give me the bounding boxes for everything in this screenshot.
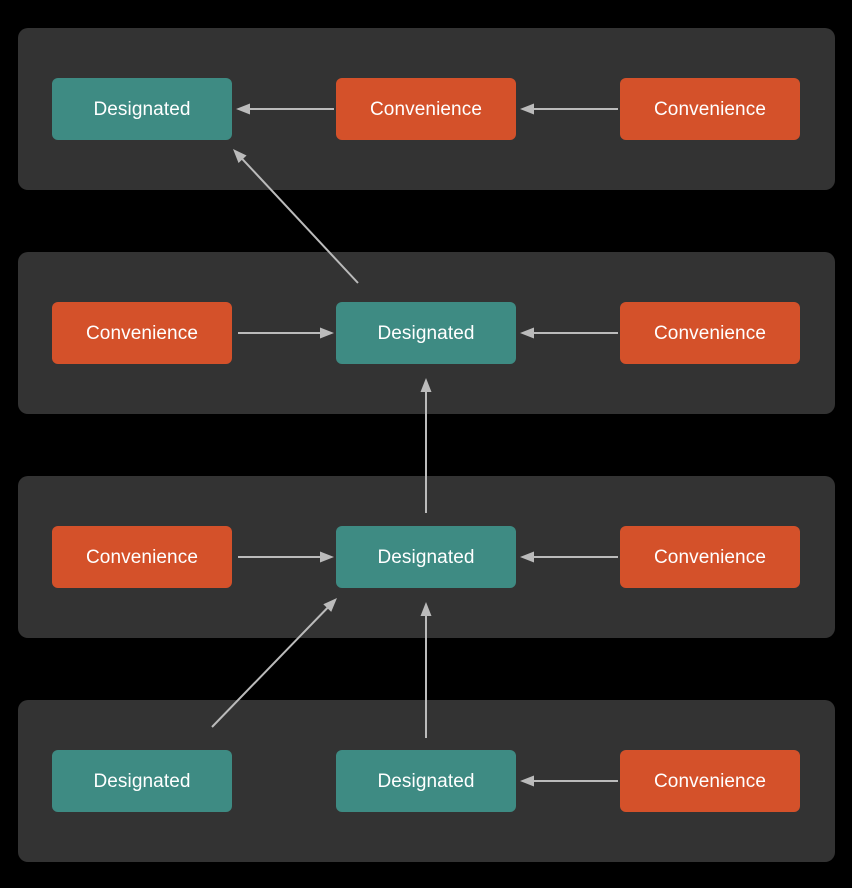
node-convenience[interactable]: Convenience — [620, 526, 800, 588]
node-convenience[interactable]: Convenience — [52, 526, 232, 588]
node-designated[interactable]: Designated — [52, 750, 232, 812]
node-designated[interactable]: Designated — [336, 302, 516, 364]
node-convenience[interactable]: Convenience — [620, 302, 800, 364]
node-convenience[interactable]: Convenience — [620, 750, 800, 812]
node-convenience[interactable]: Convenience — [620, 78, 800, 140]
node-convenience[interactable]: Convenience — [52, 302, 232, 364]
node-convenience[interactable]: Convenience — [336, 78, 516, 140]
node-designated[interactable]: Designated — [336, 526, 516, 588]
node-designated[interactable]: Designated — [336, 750, 516, 812]
node-designated[interactable]: Designated — [52, 78, 232, 140]
